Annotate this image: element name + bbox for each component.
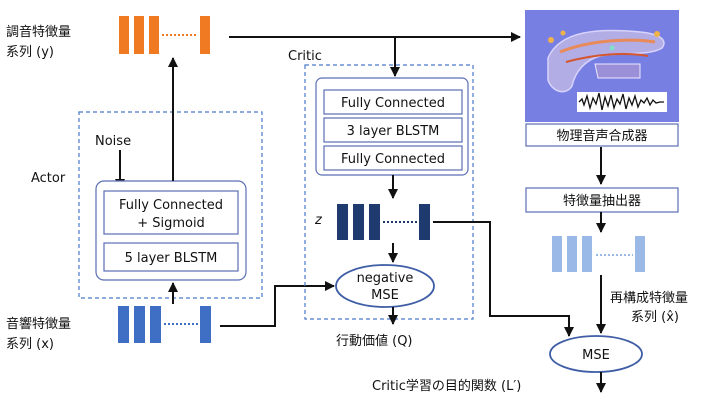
- critic-fc-bottom-label: Fully Connected: [341, 152, 445, 167]
- critic-fc-top-label: Fully Connected: [341, 96, 445, 111]
- negative-mse-label-line2: MSE: [371, 288, 399, 303]
- vocal-tract-image: [525, 10, 679, 122]
- actor-label: Actor: [31, 171, 66, 186]
- objective-label: Critic学習の目的関数 (L′): [372, 378, 521, 393]
- articulatory-sequence: [119, 16, 210, 54]
- critic-label: Critic: [288, 49, 322, 64]
- critic-fc-top-box: [323, 89, 463, 115]
- critic-blstm-box: [323, 117, 463, 143]
- acoustic-label-line2: 系列 (x): [6, 337, 54, 352]
- synthesizer-box: [525, 123, 679, 147]
- extractor-box: [525, 187, 679, 213]
- actor-blstm-box: [103, 242, 239, 272]
- mse-node: [549, 335, 643, 373]
- negative-mse-label-line1: negative: [357, 271, 414, 286]
- reconstructed-sequence: [552, 236, 645, 272]
- articulatory-label-line2: 系列 (y): [6, 45, 54, 60]
- action-value-label: 行動価値 (Q): [336, 333, 413, 349]
- z-sequence: [337, 204, 430, 240]
- actor-fc-label-line2: + Sigmoid: [137, 216, 205, 231]
- actor-fc-label-line1: Fully Connected: [119, 198, 223, 213]
- articulatory-label-line1: 調音特徴量: [6, 24, 71, 40]
- actor-blstm-label: 5 layer BLSTM: [125, 251, 218, 266]
- negative-mse-node: [335, 264, 435, 308]
- extractor-label: 特徴量抽出器: [563, 194, 641, 209]
- actor-fc-box: [103, 190, 239, 235]
- noise-label: Noise: [95, 134, 131, 149]
- reconstructed-label-line2: 系列 (x̂): [631, 310, 679, 325]
- acoustic-sequence: [118, 306, 211, 343]
- reconstructed-label-line1: 再構成特徴量: [610, 291, 688, 306]
- critic-blstm-label: 3 layer BLSTM: [347, 124, 440, 139]
- z-label: z: [314, 213, 323, 228]
- critic-fc-bottom-box: [323, 145, 463, 171]
- mse-label: MSE: [582, 348, 610, 363]
- z-to-mse-arrow: [433, 221, 574, 337]
- synthesizer-label: 物理音声合成器: [556, 128, 647, 144]
- acoustic-label-line1: 音響特徴量: [6, 316, 71, 332]
- actor-region: [78, 111, 263, 299]
- acoustic-to-mse-arrow: [220, 281, 335, 327]
